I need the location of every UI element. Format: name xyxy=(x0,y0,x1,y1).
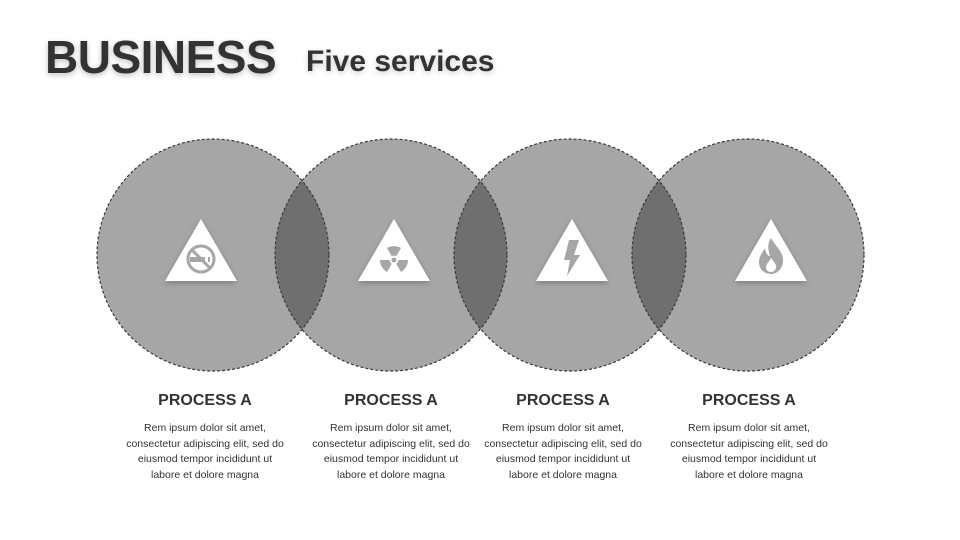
circle-4 xyxy=(632,139,864,371)
no-smoking-glyph xyxy=(186,244,216,274)
step-title: PROCESS A xyxy=(702,392,796,409)
step-description: Rem ipsum dolor sit amet, consectetur ad… xyxy=(126,422,284,481)
lightning-glyph xyxy=(564,240,580,276)
step-title: PROCESS A xyxy=(516,392,610,409)
circle-1-outline xyxy=(96,138,330,372)
radiation-glyph xyxy=(380,246,408,272)
step-description: Rem ipsum dolor sit amet, consectetur ad… xyxy=(312,422,470,481)
step-description: Rem ipsum dolor sit amet, consectetur ad… xyxy=(670,422,828,481)
circle-2-outline xyxy=(274,138,508,372)
page-subtitle: Five services xyxy=(306,45,495,78)
step-3: PROCESS A Rem ipsum dolor sit amet, cons… xyxy=(483,392,643,483)
circle-3-outline xyxy=(453,138,687,372)
step-1: PROCESS A Rem ipsum dolor sit amet, cons… xyxy=(125,392,285,483)
step-description: Rem ipsum dolor sit amet, consectetur ad… xyxy=(484,422,642,481)
no-smoking-icon xyxy=(165,219,237,281)
page-title: BUSINESS xyxy=(45,31,277,83)
circle-4-outline xyxy=(631,138,865,372)
step-title: PROCESS A xyxy=(344,392,438,409)
step-4: PROCESS A Rem ipsum dolor sit amet, cons… xyxy=(669,392,829,483)
step-2: PROCESS A Rem ipsum dolor sit amet, cons… xyxy=(311,392,471,483)
fire-glyph xyxy=(759,238,784,274)
step-title: PROCESS A xyxy=(158,392,252,409)
